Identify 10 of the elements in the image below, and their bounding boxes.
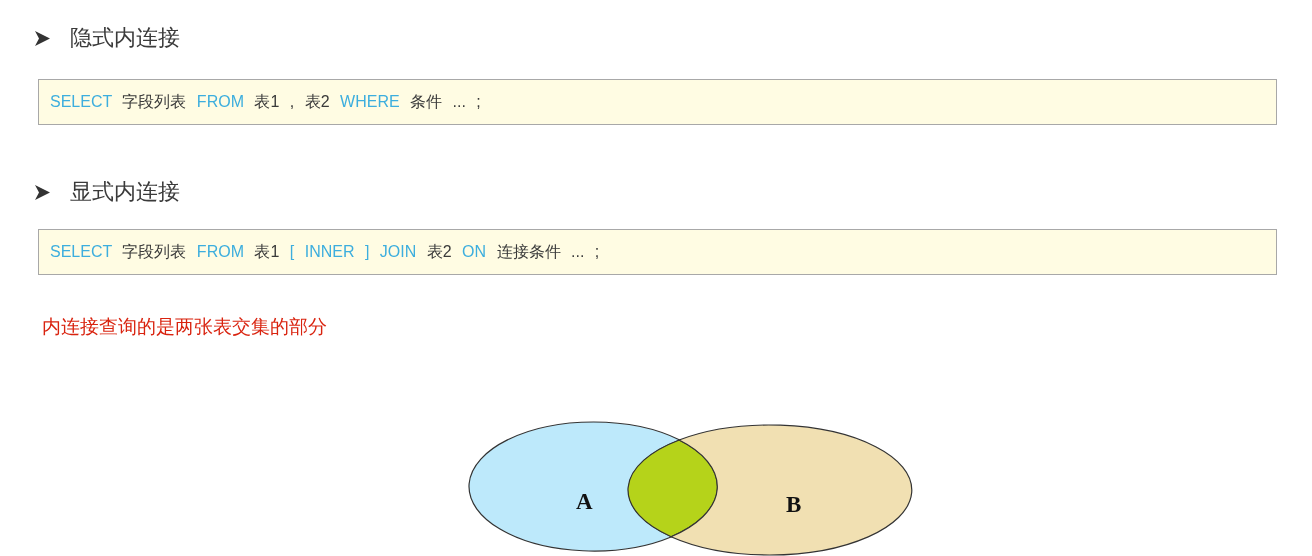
code-box: [38, 229, 1277, 275]
note-text: 内连接查询的是两张表交集的部分: [42, 315, 327, 339]
section-heading: 显式内连接: [70, 178, 180, 206]
section-heading: 隐式内连接: [70, 24, 180, 52]
intersection-region: [628, 440, 718, 537]
sql-statement: SELECT 字段列表 FROM 表1 [ INNER ] JOIN 表2 ON 连接条件 ... ;: [50, 242, 600, 262]
sql-statement: SELECT 字段列表 FROM 表1 , 表2 WHERE 条件 ... ;: [50, 92, 481, 112]
set-label: B: [786, 493, 802, 517]
code-box: [38, 79, 1277, 125]
set-label: A: [576, 489, 593, 514]
